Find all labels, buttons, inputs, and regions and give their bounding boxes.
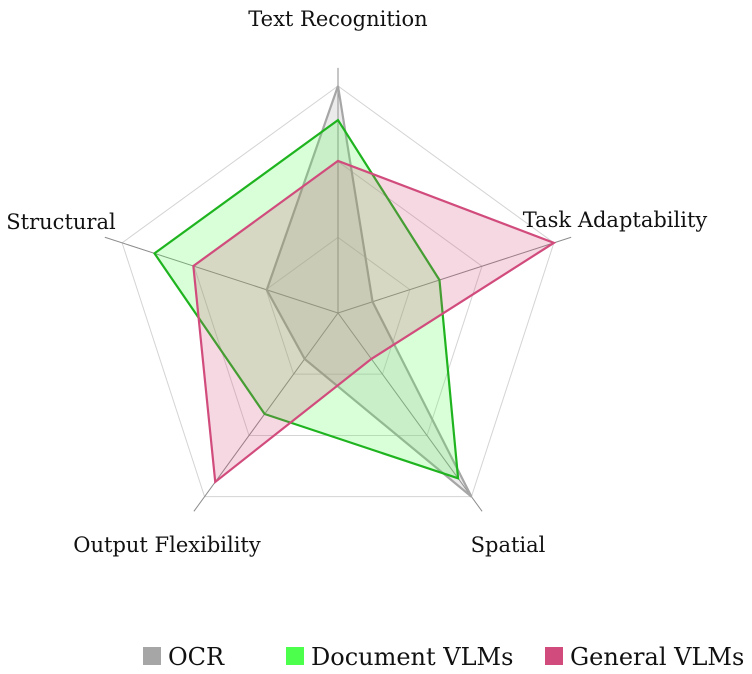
series-layer: [152, 85, 557, 498]
series-ocr-polygon: [265, 85, 473, 498]
legend-label-ocr: OCR: [168, 643, 225, 671]
grid-ring-1: [265, 236, 411, 375]
series-general-vlms-polygon: [192, 159, 557, 485]
legend-item-general-vlms: General VLMs: [545, 643, 744, 671]
axis-label-spatial: Spatial: [471, 533, 546, 557]
axis-label-text-recognition: Text Recognition: [248, 7, 427, 31]
legend: OCR Document VLMs General VLMs: [143, 643, 744, 671]
legend-swatch-document-vlms: [286, 647, 304, 665]
legend-label-document-vlms: Document VLMs: [311, 643, 513, 671]
legend-item-document-vlms: Document VLMs: [286, 643, 513, 671]
legend-swatch-general-vlms: [545, 647, 563, 665]
legend-label-general-vlms: General VLMs: [570, 643, 744, 671]
legend-item-ocr: OCR: [143, 643, 225, 671]
grid-ring-3: [121, 85, 555, 498]
axis-label-output-flexibility: Output Flexibility: [73, 533, 261, 557]
spoke-task-adaptability: [337, 236, 572, 314]
legend-swatch-ocr: [143, 647, 161, 665]
spoke-output-flexibility: [193, 312, 339, 512]
axis-labels: Text Recognition Task Adaptability Spati…: [6, 7, 707, 557]
spoke-structural: [104, 236, 339, 314]
series-document-vlms-polygon: [152, 118, 460, 480]
axis-label-structural: Structural: [6, 210, 116, 234]
axis-label-task-adaptability: Task Adaptability: [523, 208, 708, 232]
